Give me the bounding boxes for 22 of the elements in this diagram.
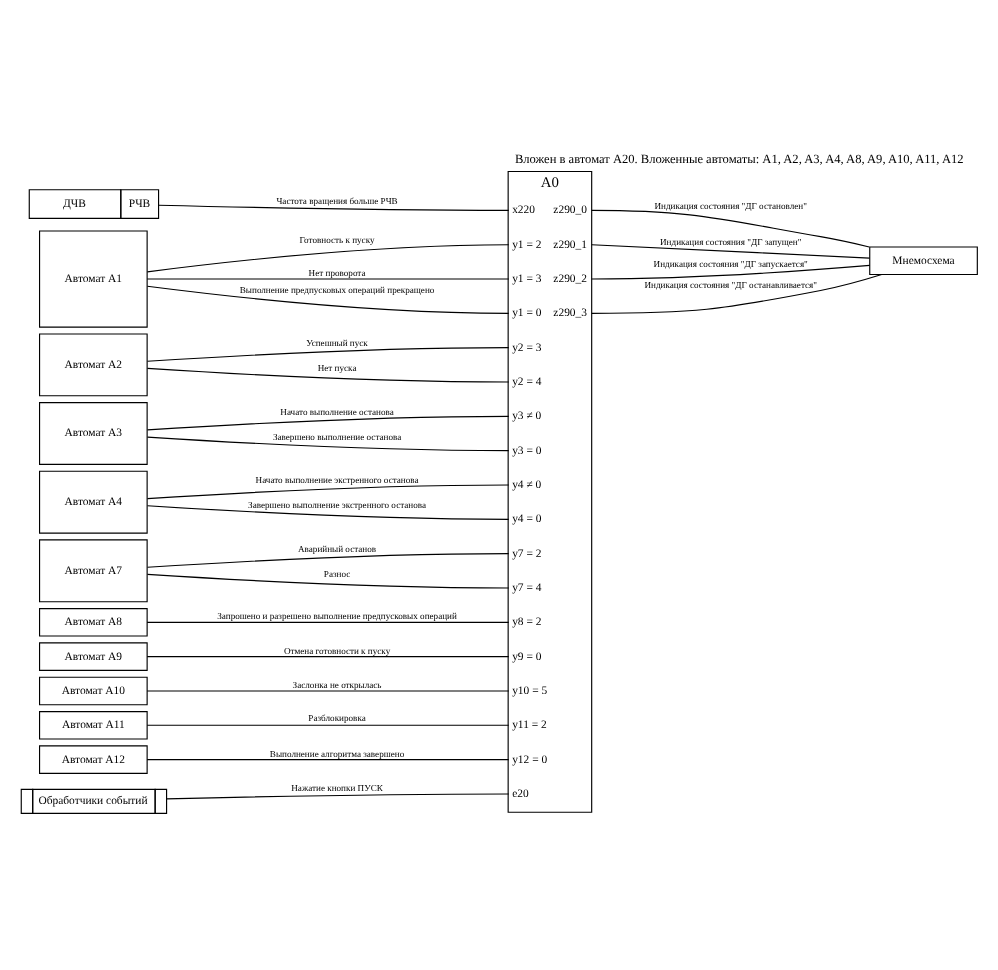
connector xyxy=(146,415,510,431)
connector xyxy=(146,553,510,568)
connector xyxy=(157,204,510,211)
connector xyxy=(591,264,871,280)
connector xyxy=(146,505,510,520)
connector xyxy=(146,278,510,280)
connector xyxy=(146,484,510,500)
connector xyxy=(146,690,510,692)
connector xyxy=(165,793,510,800)
connector xyxy=(146,724,510,726)
connector xyxy=(146,436,510,452)
connector xyxy=(146,656,510,658)
connector xyxy=(146,573,510,589)
connector xyxy=(591,209,870,248)
connector xyxy=(146,621,510,623)
connector xyxy=(146,244,510,273)
connector xyxy=(146,367,510,383)
connector xyxy=(591,244,871,259)
connector xyxy=(146,285,510,314)
connector xyxy=(146,759,510,761)
connector xyxy=(146,347,510,362)
connector xyxy=(591,273,883,314)
